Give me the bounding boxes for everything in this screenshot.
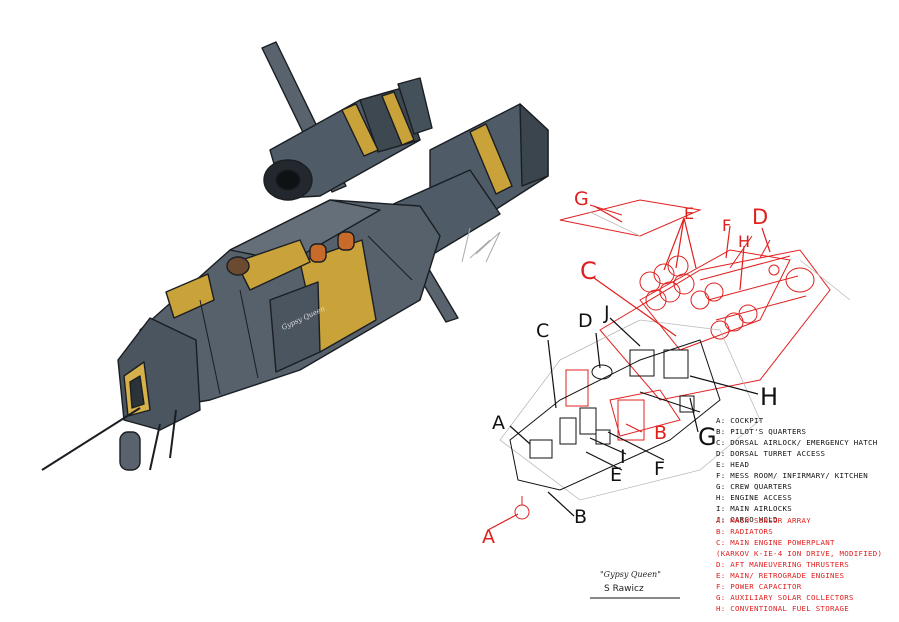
callout-black-j: J [604, 302, 610, 324]
artist-signature: S Rawicz [604, 584, 644, 594]
legend-black-item: J: CARGO HOLD [716, 515, 778, 524]
chin-sensor [119, 431, 141, 471]
engine-stripe [341, 103, 379, 157]
cargo-door [269, 281, 321, 373]
interior-linework [509, 339, 721, 491]
legend-black-item: G: CREW QUARTERS [716, 482, 792, 491]
legend-red-item: D: AFT MANEUVERING THRUSTERS [716, 560, 849, 569]
callout-black-b: B [574, 506, 588, 528]
legend-red-item: (KARKOV K-IE-4 ION DRIVE, MODIFIED) [716, 549, 883, 558]
callout-black-h: H [760, 383, 779, 411]
callout-red-e: E [684, 204, 695, 223]
antenna [41, 407, 141, 471]
callout-black-i: I [620, 446, 626, 468]
callout-red-h: H [738, 232, 751, 251]
callout-red-d: D [752, 205, 769, 229]
sketch-scribble [461, 227, 501, 263]
callout-red-a: A [482, 526, 495, 548]
ship-name-caption: "Gypsy Queen" [600, 570, 661, 579]
callout-black-d: D [578, 310, 593, 332]
legend-red-item: F: POWER CAPACITOR [716, 582, 802, 591]
legend-black-item: E: HEAD [716, 460, 750, 469]
callout-black-a: A [492, 412, 505, 434]
callout-red-c: C [580, 257, 597, 285]
fuel-tank [309, 243, 327, 263]
legend-red-item: B: RADIATORS [716, 527, 773, 536]
legend-red-item: C: MAIN ENGINE POWERPLANT [716, 538, 835, 547]
callout-black-e: E [610, 464, 623, 486]
legend-black-item: D: DORSAL TURRET ACCESS [716, 449, 826, 458]
black-leader-lines [509, 317, 759, 517]
dorsal-turret [226, 256, 250, 276]
legend-black-item: A: COCKPIT [716, 416, 764, 425]
legend-red-item: A: MAIN SENSOR ARRAY [716, 516, 811, 525]
red-leader-lines [487, 205, 771, 531]
legend-red-item: E: MAIN/ RETROGRADE ENGINES [716, 571, 845, 580]
callout-black-g: G [698, 423, 717, 451]
legend-black-item: F: MESS ROOM/ INFIRMARY/ KITCHEN [716, 471, 868, 480]
legend-red-item: G: AUXILIARY SOLAR COLLECTORS [716, 593, 854, 602]
legend-black-item: H: ENGINE ACCESS [716, 493, 792, 502]
legend-red-item: H: CONVENTIONAL FUEL STORAGE [716, 604, 849, 613]
rear-engine-section [514, 199, 831, 520]
legend-black-item: C: DORSAL AIRLOCK/ EMERGENCY HATCH [716, 438, 878, 447]
callout-black-f: F [654, 458, 665, 480]
callout-red-g: G [574, 188, 589, 210]
legend-black-item: B: PILOT'S QUARTERS [716, 427, 807, 436]
callout-red-f: F [722, 216, 732, 235]
callout-red-b: B [654, 422, 668, 444]
legend-black-item: I: MAIN AIRLOCKS [716, 504, 792, 513]
callout-black-c: C [536, 320, 550, 342]
